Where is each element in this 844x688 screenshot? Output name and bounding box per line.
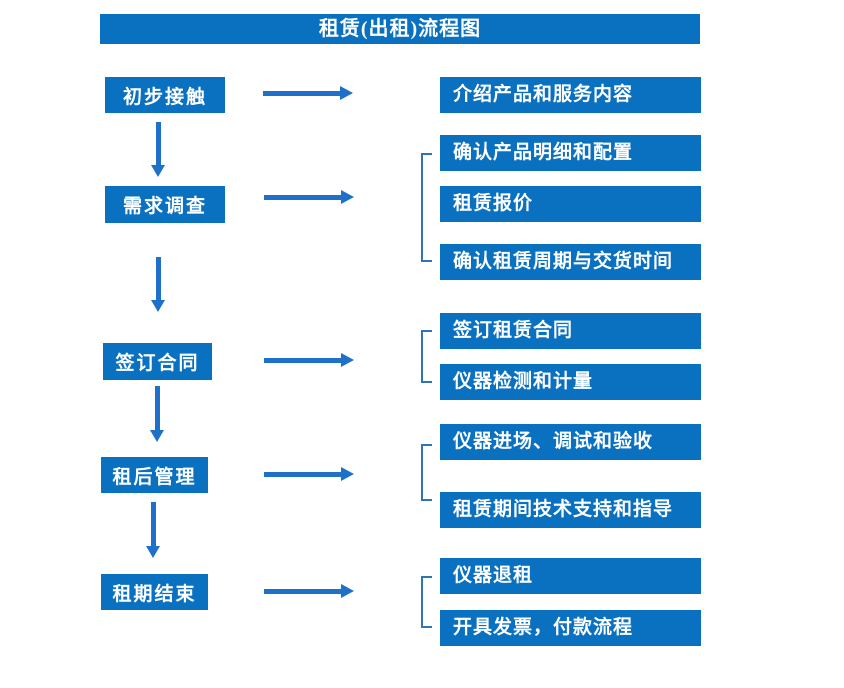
arrow-shaft (264, 472, 341, 477)
stage-box-lease-end: 租期结束 (101, 574, 208, 610)
arrow-right-icon (264, 584, 354, 598)
arrow-head (340, 86, 353, 100)
arrow-head (341, 584, 354, 598)
arrow-down-icon (150, 386, 164, 442)
flowchart-title-bar: 租赁(出租)流程图 (100, 14, 700, 44)
output-box-confirm-details: 确认产品明细和配置 (440, 135, 701, 171)
arrow-head (341, 467, 354, 481)
arrow-head (341, 190, 354, 204)
arrow-head (151, 165, 165, 177)
output-box-sign-rental-contract: 签订租赁合同 (440, 313, 701, 349)
stage-box-initial-contact: 初步接触 (105, 77, 225, 113)
arrow-shaft (264, 589, 341, 594)
group-bracket (421, 153, 432, 262)
arrow-head (146, 546, 160, 558)
group-bracket (421, 576, 432, 628)
output-box-instrument-inspection: 仪器检测和计量 (440, 364, 701, 400)
arrow-shaft (155, 386, 160, 430)
arrow-shaft (263, 91, 340, 96)
output-box-rental-quote: 租赁报价 (440, 186, 701, 222)
arrow-head (341, 353, 354, 367)
output-box-tech-support: 租赁期间技术支持和指导 (440, 492, 701, 528)
arrow-down-icon (151, 122, 165, 177)
output-box-instrument-entry: 仪器进场、调试和验收 (440, 424, 701, 460)
arrow-down-icon (146, 502, 160, 558)
output-box-intro-products: 介绍产品和服务内容 (440, 77, 701, 113)
stage-box-sign-contract: 签订合同 (103, 343, 212, 380)
output-box-invoice-payment: 开具发票，付款流程 (440, 610, 701, 646)
arrow-shaft (264, 358, 341, 363)
arrow-shaft (156, 122, 161, 165)
output-box-confirm-period: 确认租赁周期与交货时间 (440, 244, 701, 280)
arrow-right-icon (263, 86, 353, 100)
arrow-shaft (156, 257, 161, 300)
stage-box-post-rental-management: 租后管理 (101, 457, 208, 493)
group-bracket (421, 444, 432, 501)
output-box-instrument-return: 仪器退租 (440, 558, 701, 594)
arrow-right-icon (264, 467, 354, 481)
stage-box-demand-survey: 需求调查 (105, 186, 225, 223)
group-bracket (421, 330, 432, 383)
arrow-head (151, 300, 165, 312)
arrow-head (150, 430, 164, 442)
arrow-right-icon (264, 353, 354, 367)
arrow-right-icon (264, 190, 354, 204)
arrow-down-icon (151, 257, 165, 312)
arrow-shaft (264, 195, 341, 200)
arrow-shaft (151, 502, 156, 546)
flowchart-title: 租赁(出租)流程图 (318, 18, 482, 40)
